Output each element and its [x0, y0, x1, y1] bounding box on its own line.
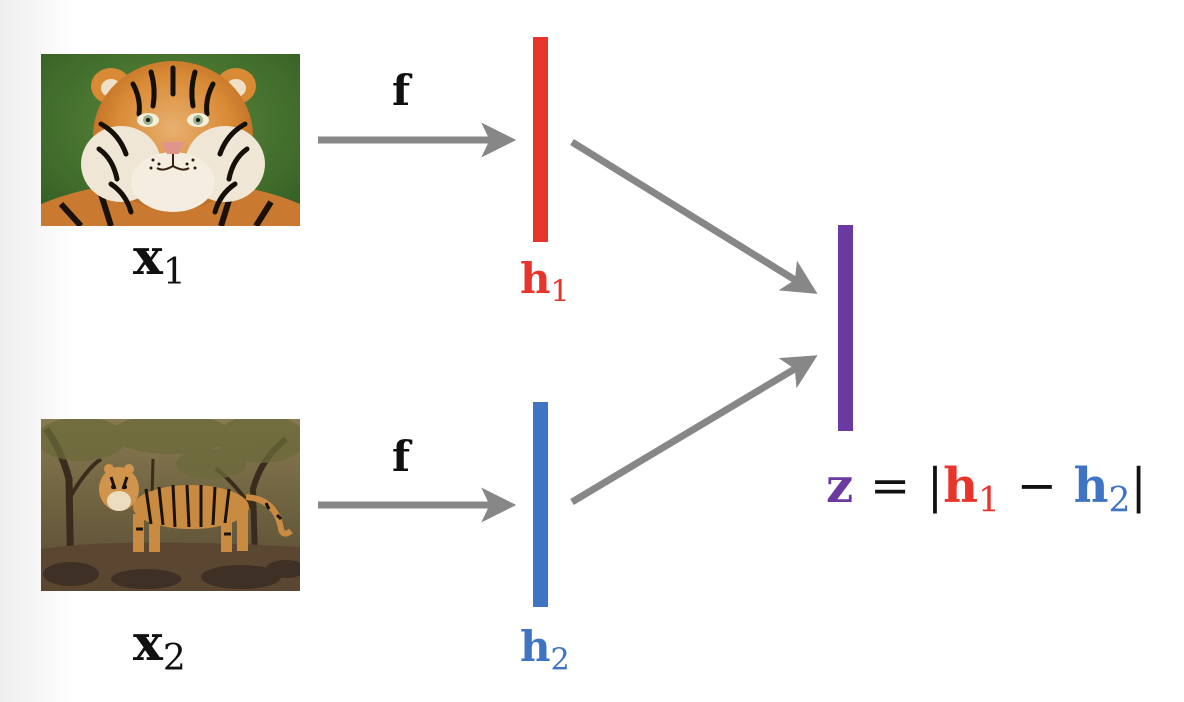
formula-equals: = [869, 458, 911, 514]
formula-bar-close: | [1130, 458, 1147, 514]
x2-label: x2 [133, 613, 186, 680]
encoder-label-bottom: f [392, 432, 411, 481]
formula-h2: h2 [1073, 458, 1131, 521]
h1-label: h1 [520, 254, 570, 310]
tiger-face-image [41, 54, 300, 226]
formula-bar-open: | [926, 458, 944, 514]
h2-to-z-arrow [570, 355, 818, 506]
x1-label: x1 [133, 227, 186, 294]
encoder-label-top: f [392, 66, 411, 115]
formula-z: z [826, 458, 854, 514]
h2-vector-bar [533, 402, 548, 607]
h1-to-z-arrow [570, 139, 818, 294]
distance-formula: z = |h1 − h2| [826, 462, 1147, 518]
tiger-standing-image [41, 419, 300, 591]
h2-label: h2 [520, 622, 570, 678]
formula-h1: h1 [943, 458, 1000, 521]
z-vector-bar [838, 225, 853, 431]
h1-vector-bar [533, 37, 548, 242]
formula-minus: − [1016, 458, 1057, 514]
